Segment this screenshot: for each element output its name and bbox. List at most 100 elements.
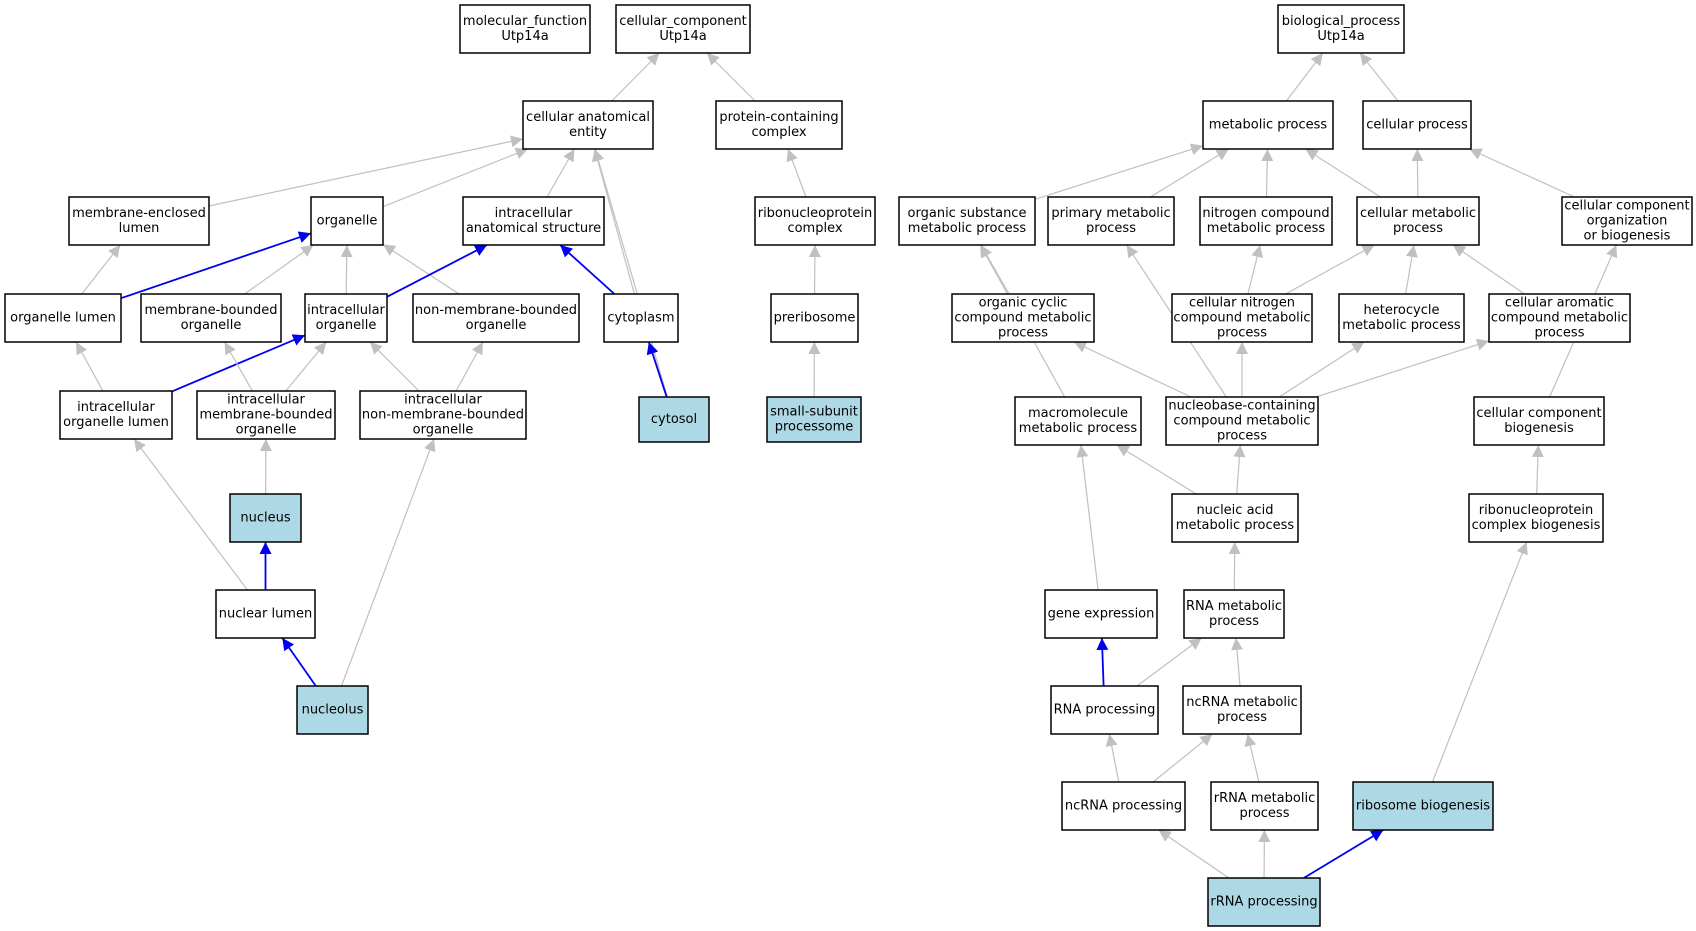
node-box[interactable] xyxy=(304,293,388,343)
node-inmbo[interactable]: intracellularnon-membrane-boundedorganel… xyxy=(359,390,527,440)
node-box[interactable] xyxy=(715,100,843,150)
node-box[interactable] xyxy=(359,390,527,440)
node-box[interactable] xyxy=(310,196,384,246)
node-box[interactable] xyxy=(1207,877,1321,927)
node-box[interactable] xyxy=(754,196,876,246)
node-box[interactable] xyxy=(1183,589,1285,639)
node-label-line: membrane-bounded xyxy=(199,408,332,423)
node-label-line: preribosome xyxy=(774,311,856,326)
node-cytosol[interactable]: cytosol xyxy=(638,396,710,443)
node-box[interactable] xyxy=(412,293,580,343)
node-orglum[interactable]: organelle lumen xyxy=(4,293,122,343)
node-box[interactable] xyxy=(522,100,654,150)
node-box[interactable] xyxy=(459,4,591,54)
edge-iol-to-io xyxy=(171,334,306,393)
node-box[interactable] xyxy=(59,390,173,440)
node-box[interactable] xyxy=(1199,196,1333,246)
node-box[interactable] xyxy=(1356,196,1480,246)
node-box[interactable] xyxy=(196,390,336,440)
node-box[interactable] xyxy=(1352,781,1494,831)
node-cyto[interactable]: cytoplasm xyxy=(603,293,679,343)
node-box[interactable] xyxy=(1171,493,1299,543)
node-box[interactable] xyxy=(766,396,862,443)
node-cp[interactable]: cellular process xyxy=(1362,100,1472,150)
node-box[interactable] xyxy=(1362,100,1472,150)
node-rrnap[interactable]: rRNA processing xyxy=(1207,877,1321,927)
node-org[interactable]: organelle xyxy=(310,196,384,246)
node-rb[interactable]: ribosome biogenesis xyxy=(1352,781,1494,831)
node-box[interactable] xyxy=(1202,100,1334,150)
node-box[interactable] xyxy=(638,396,710,443)
node-box[interactable] xyxy=(1061,781,1186,831)
node-box[interactable] xyxy=(1468,493,1604,543)
node-box[interactable] xyxy=(1473,396,1605,446)
node-box[interactable] xyxy=(615,4,751,54)
node-box[interactable] xyxy=(898,196,1036,246)
node-ncrnap[interactable]: ncRNA processing xyxy=(1061,781,1186,831)
node-box[interactable] xyxy=(462,196,605,246)
node-box[interactable] xyxy=(1047,196,1175,246)
node-nucleus[interactable]: nucleus xyxy=(229,493,302,543)
node-box[interactable] xyxy=(4,293,122,343)
node-box[interactable] xyxy=(1338,293,1465,343)
node-box[interactable] xyxy=(1210,781,1319,831)
node-box[interactable] xyxy=(1182,685,1302,735)
node-label-line: organic substance xyxy=(908,206,1027,221)
node-box[interactable] xyxy=(296,685,369,735)
node-preri[interactable]: preribosome xyxy=(770,293,859,343)
node-mp[interactable]: metabolic process xyxy=(1202,100,1334,150)
node-label-line: metabolic process xyxy=(1019,421,1138,436)
node-box[interactable] xyxy=(1050,685,1159,735)
node-box[interactable] xyxy=(1171,293,1313,343)
node-box[interactable] xyxy=(1488,293,1631,343)
node-box[interactable] xyxy=(1165,396,1319,446)
node-box[interactable] xyxy=(1044,589,1158,639)
node-box[interactable] xyxy=(1277,4,1405,54)
node-box[interactable] xyxy=(215,589,316,639)
node-box[interactable] xyxy=(770,293,859,343)
node-box[interactable] xyxy=(951,293,1095,343)
node-ge[interactable]: gene expression xyxy=(1044,589,1158,639)
node-box[interactable] xyxy=(1561,196,1693,246)
node-nuclum[interactable]: nuclear lumen xyxy=(215,589,316,639)
node-box[interactable] xyxy=(1014,396,1142,446)
node-box[interactable] xyxy=(229,493,302,543)
node-box[interactable] xyxy=(603,293,679,343)
node-label-line: cellular component xyxy=(1476,406,1601,421)
node-box[interactable] xyxy=(140,293,282,343)
node-box[interactable] xyxy=(68,196,210,246)
node-rnap[interactable]: RNA processing xyxy=(1050,685,1159,735)
node-nucleolus[interactable]: nucleolus xyxy=(296,685,369,735)
